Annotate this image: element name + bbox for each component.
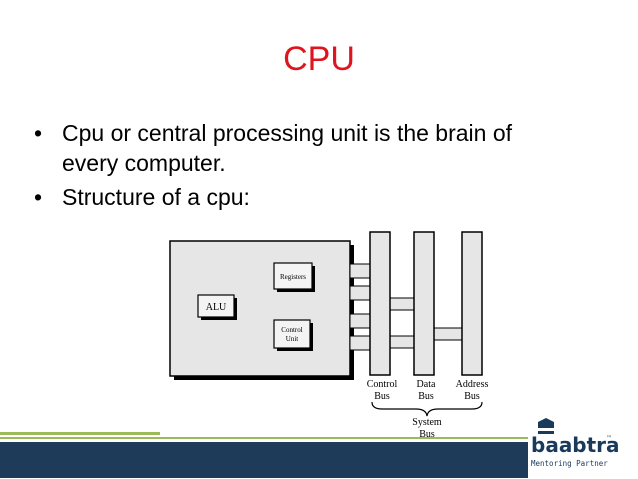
connector-4 [349,335,371,351]
alu-label: ALU [206,302,227,313]
footer-green-line-left [0,432,160,435]
cpu-structure-diagram: ALU Registers Control Unit Control Bus [169,231,489,440]
baabtra-logo: baabtra ™ Mentoring Partner [528,418,620,474]
footer-green-thin-left [0,437,160,439]
registers-label: Registers [280,273,306,281]
bullet-list: • Cpu or central processing unit is the … [34,118,604,216]
footer-stripes [0,432,528,478]
control-bus-label-1: Control [367,379,398,390]
data-bus-label-2: Bus [418,391,434,402]
data-bus-label-1: Data [417,379,436,390]
bullet-item: • Cpu or central processing unit is the … [34,118,604,178]
bullet-text-cont: every computer. [62,150,226,176]
slide-title: CPU [283,40,355,78]
logo-background [528,432,618,474]
control-bus-line [369,231,391,376]
address-bus-line [461,231,483,376]
connector-5 [389,297,415,311]
bullet-item: • Structure of a cpu: [34,182,604,212]
control-bus-label-2: Bus [374,391,390,402]
control-unit-box [273,319,311,349]
connector-7 [433,327,463,341]
connector-1 [349,263,371,279]
logo-tm: ™ [606,435,612,442]
data-bus-line [413,231,435,376]
address-bus-label-2: Bus [464,391,480,402]
logo-hat-icon [538,418,554,434]
bullet-text: Cpu or central processing unit is the br… [62,120,513,146]
alu-box [197,294,235,318]
footer-navy-band [0,442,528,478]
system-bus-brace-icon [371,401,483,417]
bullet-dot-icon: • [34,120,43,146]
connector-2 [349,285,371,301]
logo-name: baabtra [531,433,618,457]
registers-box [273,262,313,290]
control-unit-label-1: Control [281,326,302,334]
baabtra-logo-graphic: baabtra ™ Mentoring Partner [528,418,620,474]
cpu-box [169,240,351,377]
logo-tagline: Mentoring Partner [531,459,608,468]
bus-lines [369,231,483,376]
bullet-text: Structure of a cpu: [62,184,250,210]
connector-6 [389,335,415,349]
logo-hat-stripe [538,428,554,431]
system-bus-label-1: System [412,417,442,428]
footer-green-thin-right [160,437,528,439]
control-unit-label-2: Unit [286,335,299,343]
system-bus-label-2: Bus [419,429,435,440]
address-bus-label-1: Address [456,379,489,390]
bus-connections [349,263,463,351]
connector-3 [349,313,371,329]
bullet-dot-icon: • [34,184,43,210]
